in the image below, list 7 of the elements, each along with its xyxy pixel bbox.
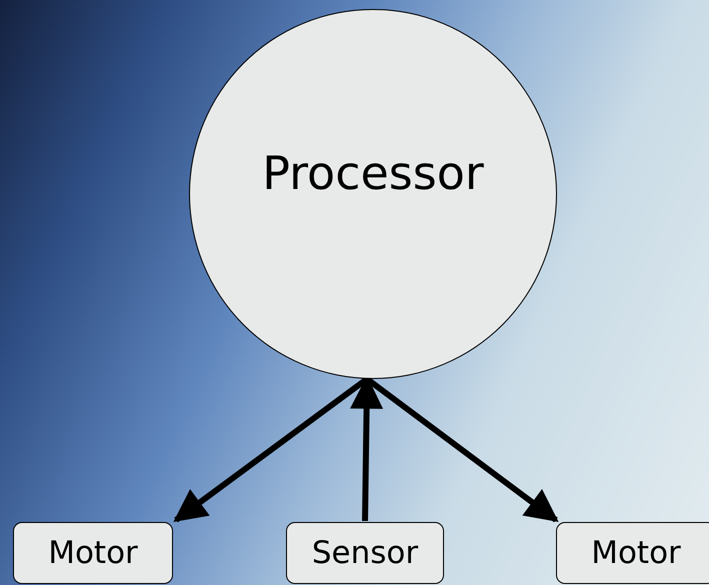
node-label: Motor xyxy=(48,535,138,571)
component-box xyxy=(556,522,709,584)
node-label: Processor xyxy=(262,146,484,200)
node-label: Sensor xyxy=(312,535,418,571)
component-box xyxy=(13,522,173,584)
node-label: Motor xyxy=(591,535,681,571)
component-box xyxy=(286,522,444,584)
